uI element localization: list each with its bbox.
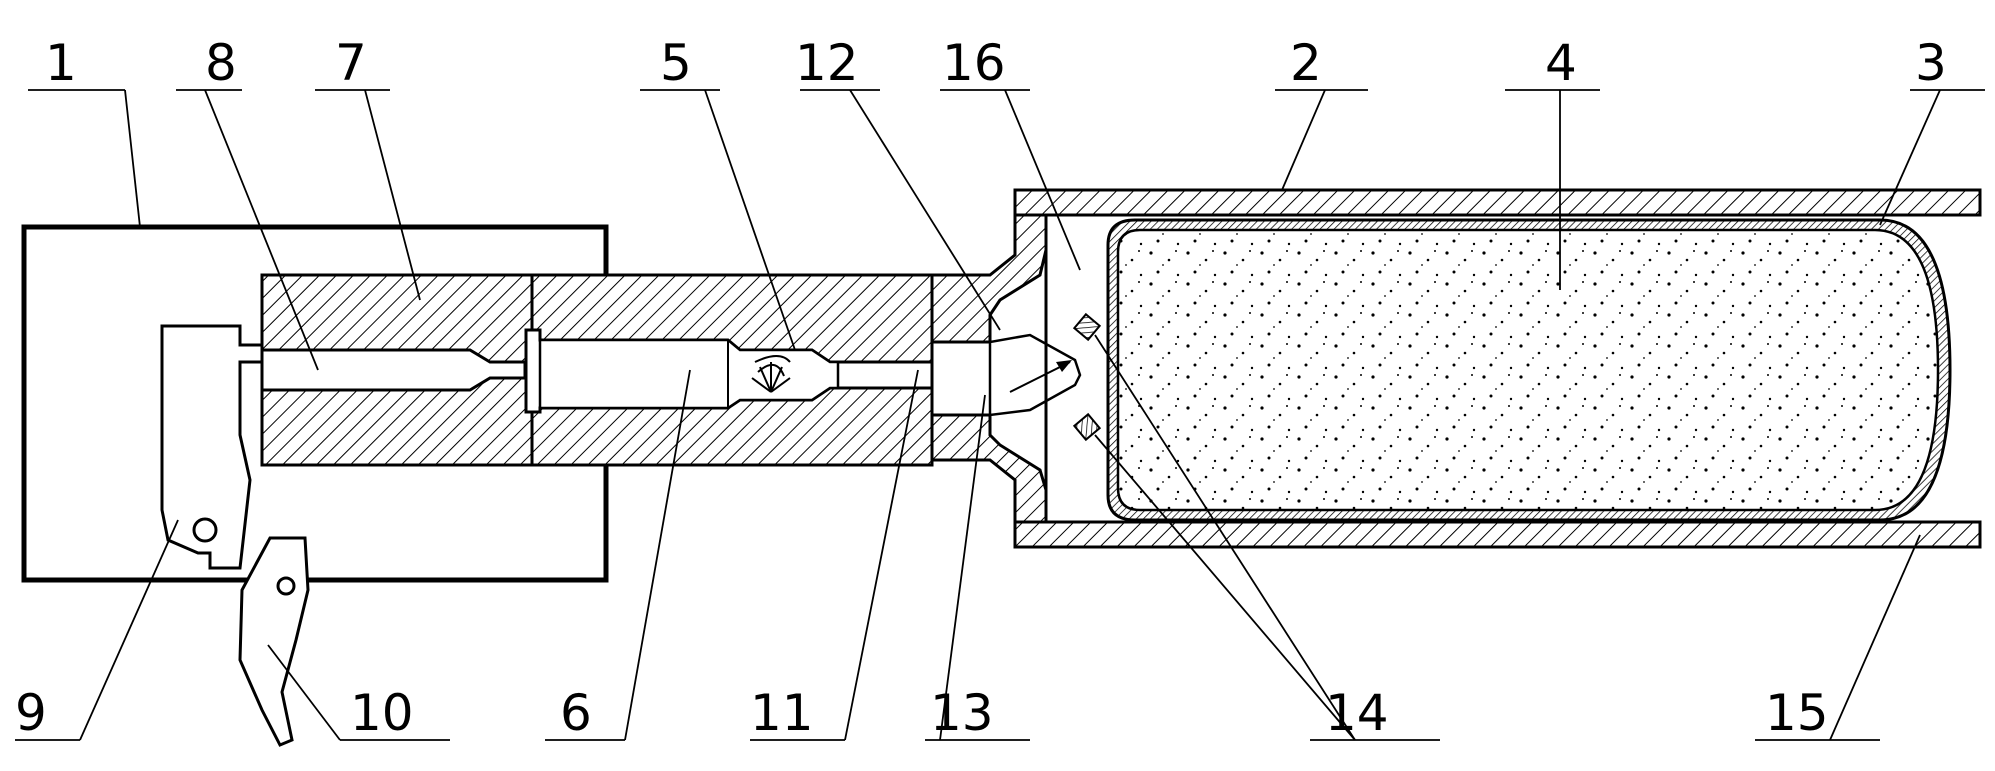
label-9: 9: [15, 684, 47, 742]
label-6: 6: [560, 684, 592, 742]
vessel-outer-top: [1015, 190, 1980, 215]
label-16: 16: [942, 34, 1006, 92]
label-14: 14: [1325, 684, 1389, 742]
label-5: 5: [660, 34, 692, 92]
label-12: 12: [795, 34, 859, 92]
vessel-outer-bottom: [1015, 522, 1980, 547]
label-3: 3: [1915, 34, 1947, 92]
label-15: 15: [1765, 684, 1829, 742]
filler-material: [1118, 230, 1938, 510]
label-1: 1: [45, 34, 77, 92]
gas-chamber: [990, 335, 1080, 415]
label-8: 8: [205, 34, 237, 92]
trigger: [240, 538, 308, 745]
label-10: 10: [350, 684, 414, 742]
label-2: 2: [1290, 34, 1322, 92]
label-7: 7: [335, 34, 367, 92]
label-4: 4: [1545, 34, 1577, 92]
trigger-pivot: [278, 578, 294, 594]
sear-pivot: [194, 519, 216, 541]
label-11: 11: [750, 684, 814, 742]
label-13: 13: [930, 684, 994, 742]
